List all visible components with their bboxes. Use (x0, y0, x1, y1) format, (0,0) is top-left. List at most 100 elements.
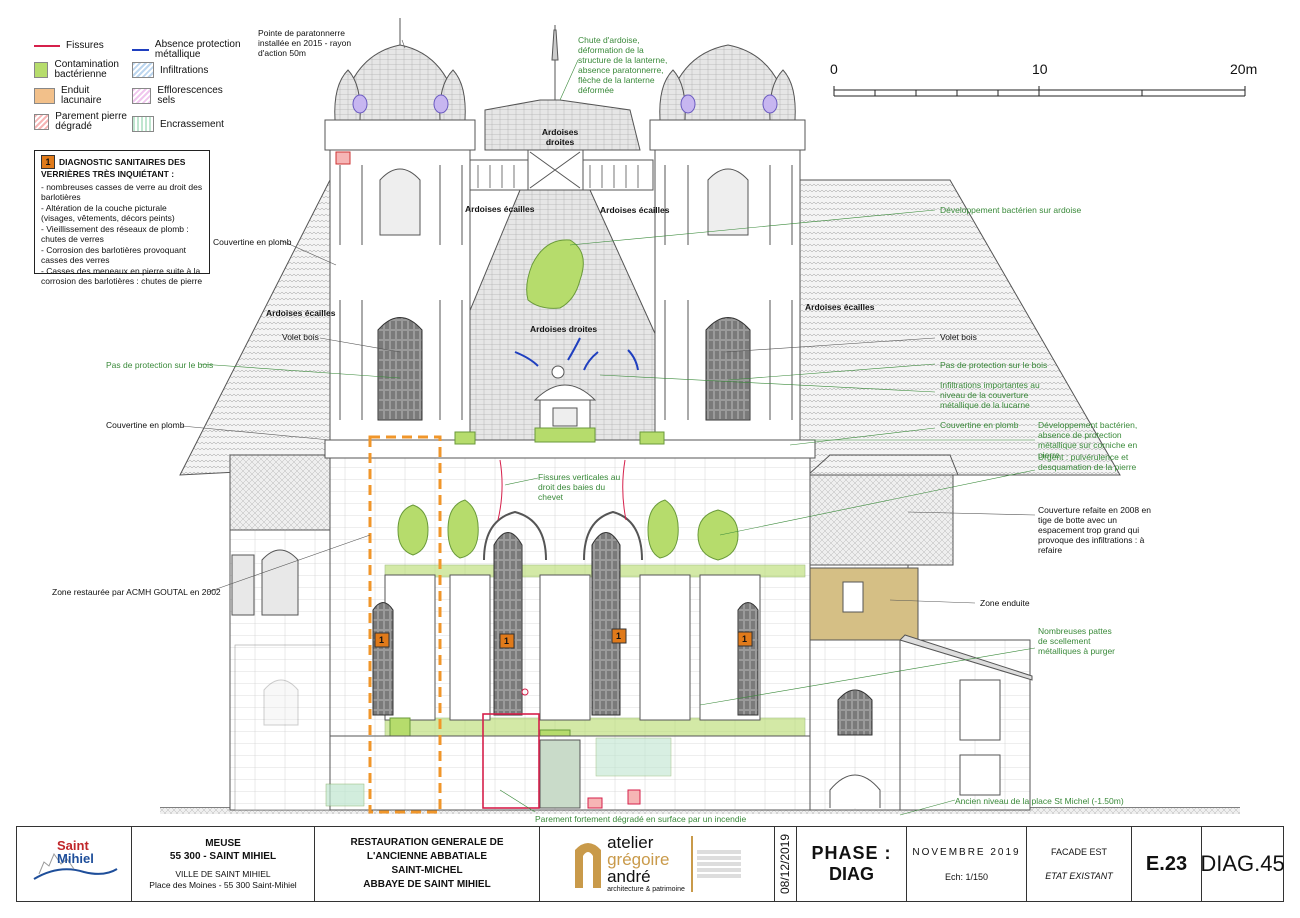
etat: ETAT EXISTANT (1045, 871, 1113, 881)
annotation-couvertine-3: Couvertine en plomb (940, 420, 1019, 430)
project-line-3: SAINT-MICHEL (391, 865, 463, 876)
annotation-ardoises-ecailles-3: Ardoises écailles (266, 308, 336, 318)
enduit-swatch (34, 88, 55, 104)
window-badge-1: 1 (379, 635, 385, 645)
annotation-volet-bois-left: Volet bois (282, 332, 319, 342)
annotation-ardoises-ecailles-4: Ardoises écailles (805, 302, 875, 312)
legend-label: Parement pierre dégradé (55, 111, 127, 132)
logo-saint: Saint (57, 838, 89, 853)
annotation-dev-bacterien-corniche: Développement bactérien, absence de prot… (1038, 420, 1138, 460)
diagnostic-item: - Vieillissement des réseaux de plomb : … (41, 223, 189, 245)
address: Place des Moines - 55 300 Saint-Mihiel (149, 880, 297, 890)
legend-label: Efflorescences sels (157, 85, 223, 106)
phase-cell: PHASE : DIAG (797, 827, 907, 901)
diagnostic-item: - Altération de la couche picturale (vis… (41, 202, 175, 224)
annotation-zone-restauree: Zone restaurée par ACMH GOUTAL en 2002 (52, 587, 221, 597)
scale-ratio: Ech: 1/150 (944, 871, 989, 882)
diag-cell: DIAG.45 (1200, 827, 1285, 901)
phase-value: DIAG (829, 864, 874, 884)
diagnostic-title: DIAGNOSTIC SANITAIRES DES VERRIÈRES TRÈS… (41, 157, 186, 179)
facade: FACADE EST (1050, 847, 1107, 857)
diagnostic-item: - Corrosion des barlotières provoquant c… (41, 244, 187, 266)
annotation-ardoises-ecailles-2: Ardoises écailles (600, 205, 670, 215)
facade-drawing (160, 18, 1240, 816)
legend-absence-protection: Absence protection métallique (132, 40, 242, 60)
phase-label: PHASE : (811, 843, 892, 863)
facade-cell: FACADE EST ETAT EXISTANT (1027, 827, 1132, 901)
architect-subtitle: architecture & patrimoine (607, 886, 685, 893)
diagnostic-number: 1 (41, 155, 55, 169)
annotation-dev-bacterien-ardoise: Développement bactérien sur ardoise (940, 205, 1082, 215)
contamination-swatch (34, 62, 49, 78)
legend-contamination: Contamination bactérienne (34, 60, 129, 80)
annotation-pas-protection-left: Pas de protection sur le bois (106, 360, 214, 370)
window-badge-4: 1 (742, 634, 748, 644)
annotation-chute-ardoise: Chute d'ardoise, déformation de la struc… (578, 35, 668, 95)
annotation-fissures-verticales: Fissures verticales au droit des baies d… (538, 472, 621, 502)
scale-label-0: 0 (830, 61, 838, 77)
scale-label-20: 20m (1230, 61, 1258, 77)
annotation-infiltrations-lucarne: Infiltrations importantes au niveau de l… (940, 380, 1040, 410)
architect-name-3: andré (607, 867, 651, 886)
window-badge-3: 1 (616, 631, 622, 641)
legend-label: Enduit lacunaire (60, 85, 102, 106)
diagnostic-item: - Casses des meneaux en pierre suite à l… (41, 265, 203, 287)
legend-infiltrations: Infiltrations (132, 62, 208, 78)
annotation-pattes-scellement: Nombreuses pattes de scellement métalliq… (1038, 626, 1116, 656)
diag-number: DIAG.45 (1200, 851, 1285, 876)
project-line-2: L'ANCIENNE ABBATIALE (366, 851, 488, 862)
saint-mihiel-logo-icon (33, 852, 118, 880)
department: MEUSE (205, 838, 241, 849)
architect-name-1: atelier (607, 833, 654, 852)
annotation-paratonnerre: Pointe de paratonnerre installée en 2015… (258, 28, 352, 58)
logo-mihiel: Mihiel (57, 851, 94, 866)
annotation-ardoises-droites-top: Ardoises droites (541, 127, 579, 147)
date-scale-cell: NOVEMBRE 2019 Ech: 1/150 (907, 827, 1027, 901)
parement-swatch (34, 114, 50, 130)
diagnostic-list: - nombreuses casses de verre au droit de… (41, 182, 203, 287)
legend-fissures: Fissures (34, 40, 104, 51)
diagnostic-item: - nombreuses casses de verre au droit de… (41, 181, 203, 203)
annotation-urgent: Urgent : pulvérulence et desquamation de… (1038, 452, 1137, 472)
legend-label: Fissures (66, 40, 104, 51)
legend-encrassement: Encrassement (132, 116, 224, 132)
project-cell: RESTAURATION GENERALE DE L'ANCIENNE ABBA… (315, 827, 540, 901)
scale-label-10: 10 (1032, 61, 1048, 77)
efflorescences-swatch (132, 88, 152, 104)
annotation-ardoises-droites-mid: Ardoises droites (530, 324, 598, 334)
annotation-pas-protection-right: Pas de protection sur le bois (940, 360, 1048, 370)
location-cell: MEUSE 55 300 - SAINT MIHIEL VILLE DE SAI… (132, 827, 315, 901)
month: NOVEMBRE 2019 (912, 846, 1021, 858)
legend-label: Absence protection métallique (154, 39, 241, 60)
sheet-number: E.23 (1145, 852, 1188, 875)
logo-cell: Saint Mihiel (17, 827, 132, 901)
legend-enduit: Enduit lacunaire (34, 86, 129, 106)
city: 55 300 - SAINT MIHIEL (169, 851, 277, 862)
absence-protection-line-swatch (132, 49, 149, 51)
annotation-couvertine-2: Couvertine en plomb (106, 420, 185, 430)
legend-efflorescences: Efflorescences sels (132, 86, 232, 106)
legend-label: Encrassement (160, 118, 224, 130)
annotation-ardoises-ecailles-1: Ardoises écailles (465, 204, 535, 214)
encrassement-swatch (132, 116, 154, 132)
fissures-line-swatch (34, 44, 60, 47)
project-line-4: ABBAYE DE SAINT MIHIEL (363, 879, 491, 890)
architect-name-2: grégoire (607, 850, 670, 869)
annotation-couvertine-1: Couvertine en plomb (213, 237, 292, 247)
legend-parement: Parement pierre dégradé (34, 112, 129, 132)
drawing-date: 08/12/2019 (778, 833, 793, 895)
legend-label: Infiltrations (160, 64, 209, 76)
project-line-1: RESTAURATION GENERALE DE (350, 837, 504, 848)
legend-label: Contamination bactérienne (54, 59, 119, 80)
scale-bar: 0 10 20m (830, 60, 1257, 100)
sheet-cell: E.23 (1132, 827, 1202, 901)
annotation-ancien-niveau: Ancien niveau de la place St Michel (-1.… (955, 796, 1124, 806)
annotation-parement-degrade: Parement fortement dégradé en surface pa… (535, 814, 747, 824)
ville: VILLE DE SAINT MIHIEL (175, 869, 271, 879)
date-cell: 08/12/2019 (775, 827, 797, 901)
window-badge-2: 1 (504, 636, 510, 646)
infiltrations-swatch (132, 62, 154, 78)
title-block: Saint Mihiel MEUSE 55 300 - SAINT MIHIEL… (16, 826, 1285, 902)
